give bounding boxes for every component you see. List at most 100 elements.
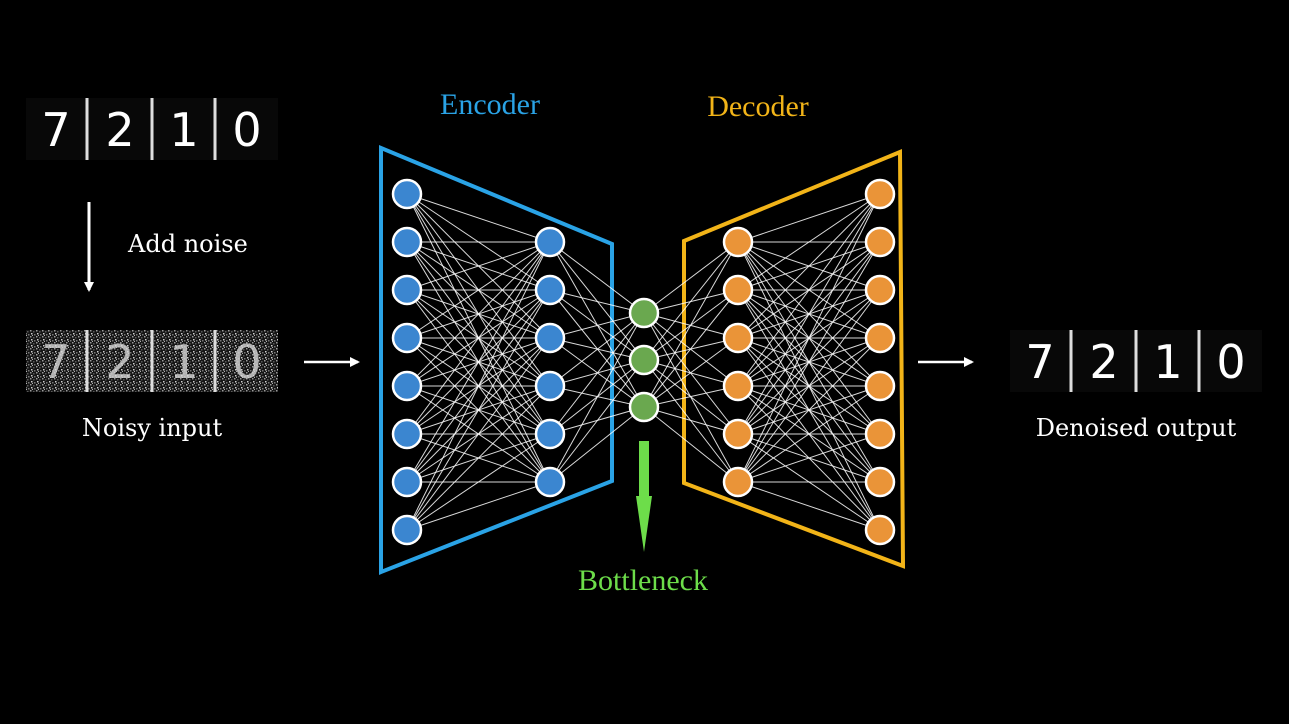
decoder-output-node <box>864 274 896 306</box>
decoder-title: Decoder <box>707 90 809 123</box>
connection-line <box>406 241 551 387</box>
connection-line <box>643 406 739 435</box>
encoder-hidden-node <box>534 418 566 450</box>
noisy-digit-glyph: 2 <box>105 335 134 389</box>
connection-line <box>643 406 739 483</box>
original-digit-tile: 7 <box>26 98 86 160</box>
digit-glyph: 1 <box>169 103 198 157</box>
decoder-output-node <box>864 226 896 258</box>
denoised-digits-strip: 7 2 1 0 <box>1010 330 1262 392</box>
decoder-output-node <box>864 370 896 402</box>
digit-glyph: 0 <box>1216 335 1245 389</box>
encoder-input-node <box>391 322 423 354</box>
encoder-input-node <box>391 226 423 258</box>
connection-line <box>737 289 881 483</box>
encoder-outline <box>379 145 614 575</box>
connection-line <box>737 433 881 483</box>
noisy-digit-glyph: 7 <box>41 335 70 389</box>
connection-line <box>549 359 645 483</box>
denoised-digit-tile: 1 <box>1138 330 1198 392</box>
bottleneck-node <box>628 344 660 376</box>
encoder-hidden-node <box>534 226 566 258</box>
denoised-digit-tile: 7 <box>1010 330 1070 392</box>
connection-line <box>643 337 739 408</box>
connection-line <box>737 193 881 291</box>
connection-line <box>406 241 551 339</box>
connection-line <box>737 193 881 243</box>
add-noise-label: Add noise <box>128 230 248 258</box>
connection-line <box>549 406 645 483</box>
decoder-hidden-node <box>722 322 754 354</box>
digit-glyph: 0 <box>232 103 261 157</box>
connection-line <box>406 433 551 531</box>
connection-line <box>737 481 881 531</box>
bottleneck-title: Bottleneck <box>578 564 708 597</box>
decoder-output-node <box>864 322 896 354</box>
decoder-hidden-node <box>722 370 754 402</box>
noisy-digit-glyph: 0 <box>232 335 261 389</box>
bottleneck-node <box>628 391 660 423</box>
noisy-digit-glyph: 1 <box>169 335 198 389</box>
decoder-output-node <box>864 466 896 498</box>
connection-line <box>737 193 881 435</box>
decoder-output-node <box>864 418 896 450</box>
connection-line <box>406 193 551 243</box>
digit-glyph: 2 <box>1089 335 1118 389</box>
connection-line <box>549 312 645 339</box>
connection-line <box>737 241 881 483</box>
network-nodes <box>391 178 896 546</box>
connection-line <box>643 289 739 408</box>
connection-line <box>737 193 881 483</box>
connection-line <box>406 481 551 531</box>
encoder-input-node <box>391 514 423 546</box>
connection-line <box>406 241 551 483</box>
connection-line <box>406 241 551 435</box>
encoder-input-node <box>391 178 423 210</box>
original-digits-strip: 7 2 1 0 <box>26 98 278 160</box>
encoder-input-node <box>391 418 423 450</box>
connection-line <box>549 241 645 314</box>
connection-line <box>737 385 881 483</box>
connection-line <box>549 289 645 314</box>
digit-glyph: 7 <box>1025 335 1054 389</box>
noisy-input-label: Noisy input <box>81 414 223 442</box>
digit-glyph: 7 <box>41 103 70 157</box>
encoder-hidden-node <box>534 370 566 402</box>
bottleneck-node <box>628 297 660 329</box>
connection-line <box>737 193 881 387</box>
connection-line <box>406 337 551 531</box>
encoder-input-node <box>391 466 423 498</box>
original-digit-tile: 2 <box>89 98 151 160</box>
bottleneck-arrow <box>636 441 652 552</box>
encoder-title: Encoder <box>440 88 540 121</box>
original-digit-tile: 1 <box>154 98 214 160</box>
decoder-outline <box>682 149 906 569</box>
connection-line <box>549 312 645 387</box>
connection-line <box>406 241 551 531</box>
decoder-hidden-node <box>722 466 754 498</box>
connection-line <box>643 241 739 408</box>
encoder-hidden-node <box>534 466 566 498</box>
encoder-hidden-node <box>534 274 566 306</box>
denoised-digit-tile: 0 <box>1201 330 1262 392</box>
connection-line <box>643 385 739 408</box>
encoder-input-node <box>391 274 423 306</box>
original-digit-tile: 0 <box>217 98 278 160</box>
connection-line <box>549 312 645 435</box>
connection-line <box>643 241 739 361</box>
decoder-hidden-node <box>722 274 754 306</box>
connection-line <box>406 385 551 531</box>
connection-line <box>406 241 551 291</box>
denoised-digit-tile: 2 <box>1073 330 1135 392</box>
decoder-hidden-node <box>722 226 754 258</box>
connection-line <box>737 337 881 483</box>
decoder-output-node <box>864 178 896 210</box>
digit-glyph: 2 <box>105 103 134 157</box>
connection-line <box>737 193 881 339</box>
connection-line <box>549 312 645 483</box>
denoised-output-label: Denoised output <box>1035 414 1237 442</box>
decoder-output-node <box>864 514 896 546</box>
encoder-hidden-node <box>534 322 566 354</box>
decoder-hidden-node <box>722 418 754 450</box>
